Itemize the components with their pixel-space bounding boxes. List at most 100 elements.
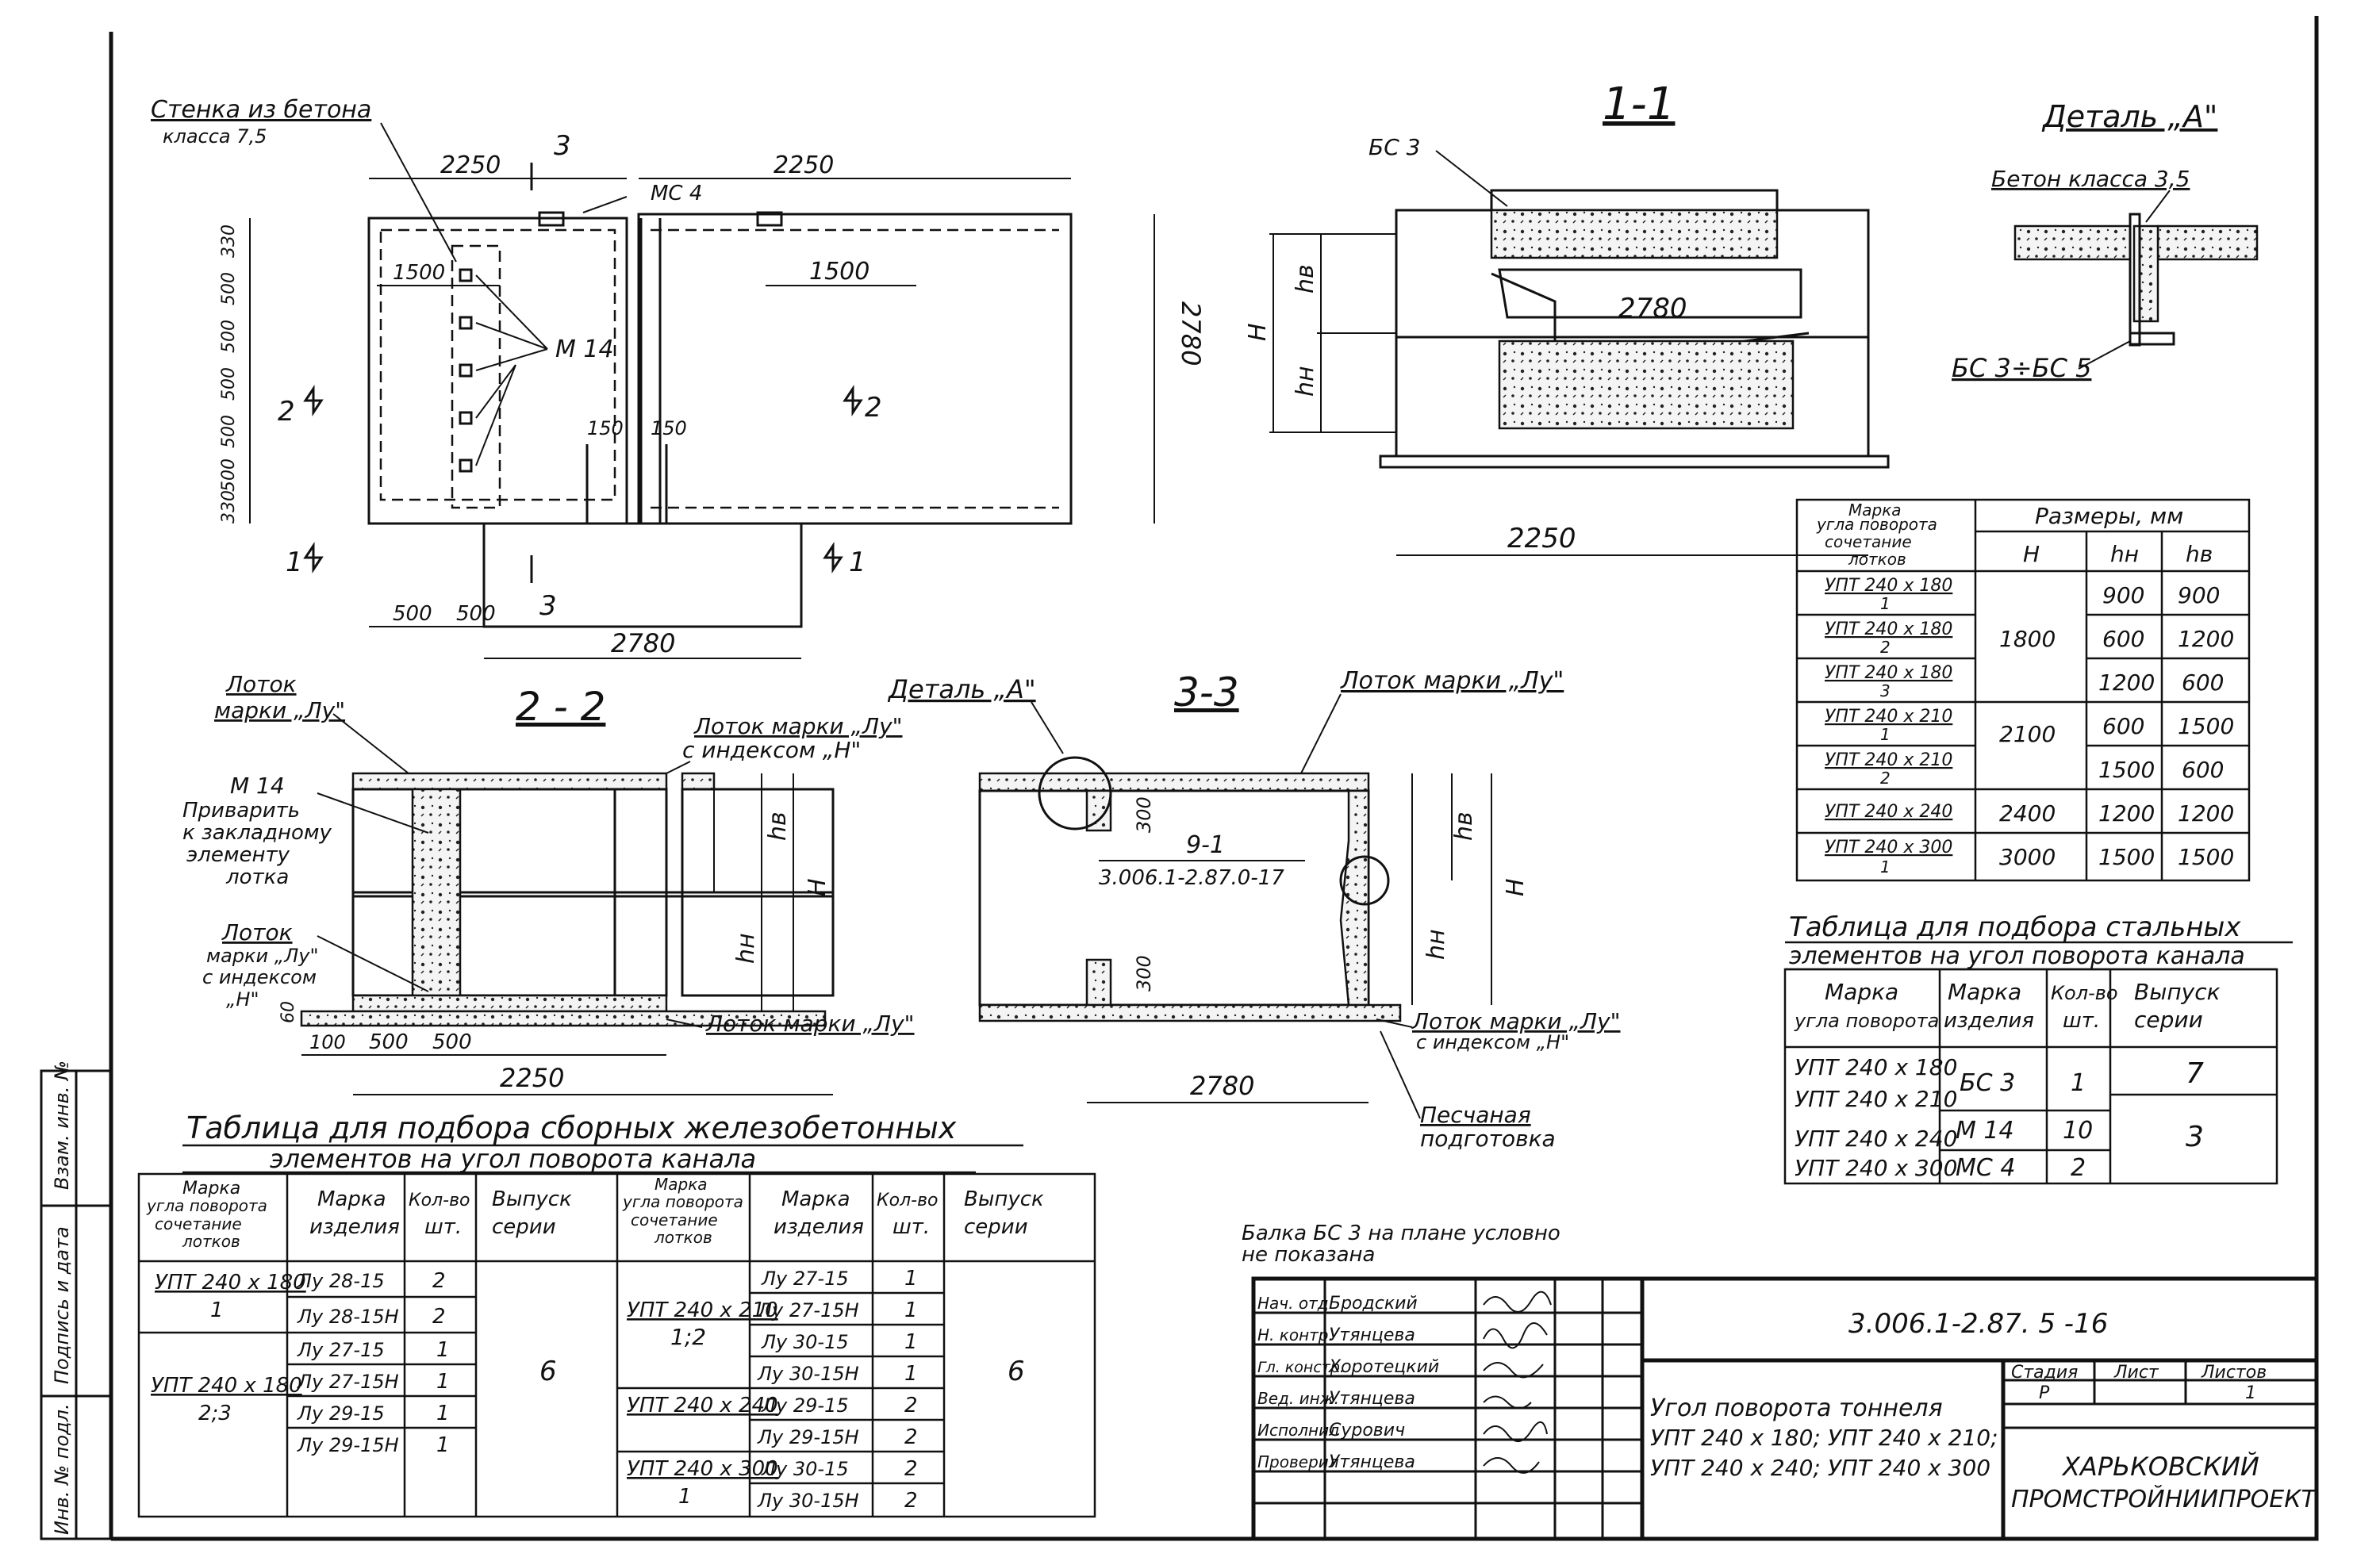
stamp-stage-h: Стадия [2011, 1363, 2078, 1383]
dim-width-22: 2250 [500, 1063, 564, 1093]
dt-mark: УПТ 240 х 210 [1825, 707, 1952, 727]
st-mark: УПТ 240 х 300 [1795, 1155, 1957, 1181]
dim-500a-22: 500 [369, 1030, 409, 1054]
dt-h1-3: лотков [1848, 550, 1906, 569]
rc-l0-q0: 2 [432, 1269, 446, 1293]
dt-sub: 1 [1880, 725, 1891, 744]
stamp-role: Гл. констр. [1257, 1359, 1345, 1376]
lotok2-text: с индексом [202, 966, 317, 988]
ref2-33: 3.006.1-2.87.0-17 [1099, 866, 1284, 890]
rc-l1-i3: Лу 29-15Н [297, 1434, 399, 1456]
dt-row: УПТ 240 х 180 3 1200 600 [1825, 663, 2224, 700]
dt-H: 2400 [1999, 800, 2056, 827]
st-h2a: Кол-во [2051, 982, 2118, 1004]
dim-top-right: 2250 [774, 152, 834, 179]
rc-l1-sub: 2;3 [198, 1402, 232, 1425]
stamp-role: Вед. инж. [1257, 1389, 1339, 1408]
stamp-title-2: УПТ 240 х 180; УПТ 240 х 210; [1650, 1425, 1998, 1451]
st-h1b: изделия [1944, 1009, 2034, 1033]
lotok2-text: марки „Лу" [206, 945, 319, 967]
dim-bot-b: 500 [456, 602, 496, 626]
bc3-label: БС 3 [1368, 134, 1420, 160]
rc-r2-i0: Лу 30-15 [761, 1458, 849, 1480]
dt-row: УПТ 240 х 300 1 3000 1500 1500 [1825, 838, 2234, 876]
wall-class: класса 7,5 [163, 125, 267, 148]
stamp-role: Исполнил [1257, 1421, 1339, 1440]
rc-r0-mark: УПТ 240 х 210 [627, 1298, 778, 1322]
rc-l1-q3: 1 [436, 1433, 450, 1457]
left-dim-stack: 330 500 500 500 500 500 330 [219, 224, 239, 524]
stamp-person: Утянцева [1329, 1452, 1415, 1472]
rc-r0-q3: 1 [904, 1362, 918, 1386]
lotok-n-33: Лоток марки „Лу" [1411, 1008, 1621, 1034]
rc-hr1a: Марка [781, 1187, 850, 1211]
dim-300a-33: 300 [1133, 796, 1155, 833]
rc-hr2b: шт. [892, 1215, 930, 1239]
lotok1b: марки „Лу" [214, 697, 345, 723]
rc-r1-i0: Лу 29-15 [761, 1394, 849, 1417]
dim-hn-11: hн [1292, 366, 1319, 397]
ref1-33: 9-1 [1186, 831, 1225, 859]
stamp-sheet-h: Лист [2113, 1363, 2159, 1383]
dt-H-1800: 1800 [1999, 626, 2056, 652]
dt-hv: 600 [2182, 757, 2224, 783]
lotok-33: Лоток марки „Лу" [1340, 667, 1564, 695]
dt-mark: УПТ 240 х 210 [1825, 750, 1952, 770]
stamp-title-1: Угол поворота тоннеля [1650, 1394, 1943, 1422]
rc-hl0d: лотков [182, 1232, 240, 1251]
section-3-top: 3 [554, 130, 571, 162]
dimensions-table: Марка угла поворота сочетание лотков Раз… [1795, 498, 2251, 882]
rc-hl0c: сочетание [155, 1214, 242, 1233]
st-item: М 14 [1956, 1117, 2014, 1145]
steel-title-2: элементов на угол поворота канала [1789, 942, 2245, 970]
rc-r0-i2: Лу 30-15 [761, 1331, 849, 1353]
dim-hv-11: hв [1292, 264, 1319, 293]
stamp-role: Проверил [1257, 1452, 1339, 1471]
dt-hn: 1200 [2098, 800, 2155, 827]
dim-H-33: H [1502, 878, 1530, 896]
rc-hl2b: шт. [424, 1215, 462, 1239]
dt-hn: 900 [2102, 582, 2144, 608]
dim-hv-22: hв [764, 811, 792, 841]
st-h0a: Марка [1825, 979, 1898, 1005]
lotok1: Лоток [225, 671, 297, 697]
rc-hl0a: Марка [182, 1179, 240, 1199]
st-mark: УПТ 240 х 240 [1795, 1126, 1957, 1152]
dim-bottom: 2780 [611, 628, 675, 658]
dim-150-right: 150 [651, 417, 687, 439]
section-3-bottom: 3 [539, 590, 557, 622]
st-h3a: Выпуск [2134, 979, 2221, 1005]
m14-text: элементу [186, 843, 290, 867]
m14-anchors [459, 268, 548, 473]
rc-r1-q0: 2 [904, 1394, 918, 1417]
section-1-1-title: 1-1 [1603, 79, 1675, 130]
rc-r2-q1: 2 [904, 1489, 918, 1513]
dt-hv: 1200 [2178, 626, 2234, 652]
dim-100-22: 100 [309, 1031, 346, 1053]
rc-title-2: элементов на угол поворота канала [270, 1144, 756, 1174]
m14-label: М 14 [555, 336, 614, 363]
rc-r0-sub: 1;2 [670, 1324, 706, 1350]
section-2-left: 2 [278, 396, 295, 428]
dt-mark: УПТ 240 х 240 [1825, 802, 1952, 822]
rc-hr0c: сочетание [631, 1210, 718, 1229]
stack-dim: 500 [219, 415, 239, 448]
rc-l0-q1: 2 [432, 1305, 446, 1329]
rc-l1-i1: Лу 27-15Н [297, 1371, 399, 1393]
dt-col-hv: hв [2186, 541, 2213, 567]
st-h3b: серии [2134, 1007, 2203, 1033]
dim-height: 2780 [1176, 301, 1206, 366]
rc-r2-mark: УПТ 240 х 300 [627, 1457, 778, 1481]
section-2-right: 2 [865, 392, 882, 424]
rc-r1-i1: Лу 29-15Н [757, 1426, 859, 1448]
section-3-3: Деталь „А" 3-3 Лоток марки „Лу" 300 300 … [887, 667, 1621, 1152]
lotok-bottom-22: Лоток марки „Лу" [705, 1011, 915, 1037]
rc-r2-q0: 2 [904, 1457, 918, 1481]
dt-col-hn: hн [2110, 541, 2139, 567]
rc-r0-i1: Лу 27-15Н [757, 1299, 859, 1321]
side-label-1: Взам. инв. № [51, 1061, 73, 1190]
dt-hn: 600 [2102, 713, 2144, 739]
stack-dim: 330 [219, 490, 239, 524]
dt-hv: 600 [2182, 669, 2224, 696]
